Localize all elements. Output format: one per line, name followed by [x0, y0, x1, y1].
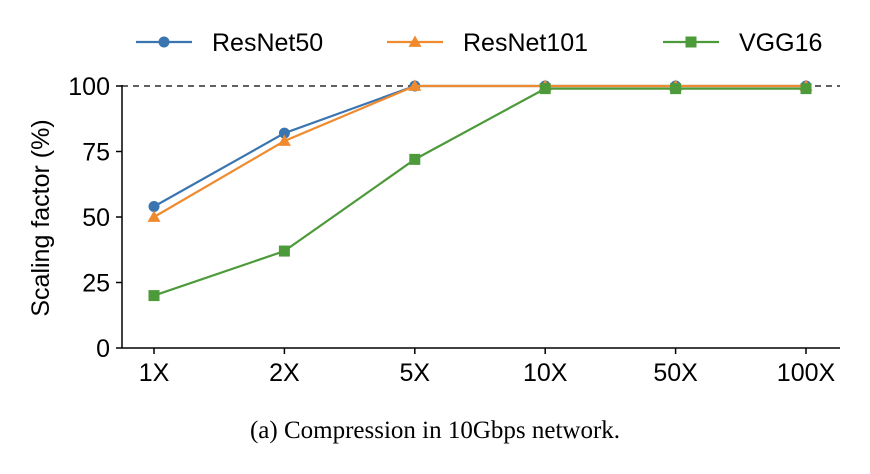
- data-point-vgg16: [148, 290, 160, 302]
- x-tick-label: 2X: [269, 359, 300, 387]
- y-tick-label: 0: [96, 335, 110, 363]
- x-tick-label: 100X: [777, 359, 836, 387]
- series-vgg16: [148, 83, 812, 302]
- data-point-vgg16: [539, 83, 551, 95]
- y-tick-label: 50: [82, 204, 110, 232]
- y-ticks: 0 25 50 75 100: [68, 73, 122, 363]
- data-point-resnet50: [148, 201, 160, 213]
- legend-label-vgg16: VGG16: [739, 29, 822, 57]
- legend-label-resnet50: ResNet50: [212, 29, 323, 57]
- series-line-resnet101: [153, 84, 806, 218]
- legend-item-resnet101: ResNet101: [387, 29, 588, 57]
- data-point-vgg16: [278, 245, 290, 257]
- figure-caption: (a) Compression in 10Gbps network.: [249, 417, 621, 444]
- y-tick-label: 25: [82, 270, 110, 298]
- series-resnet101: [147, 79, 813, 222]
- x-tick-label: 5X: [400, 359, 431, 387]
- data-point-resnet101: [147, 210, 161, 222]
- y-axis-label: Scaling factor (%): [27, 119, 55, 316]
- x-ticks: 1X 2X 5X 10X 50X 100X: [139, 348, 836, 387]
- legend-marker-resnet101: [408, 35, 422, 47]
- data-point-resnet101: [408, 79, 422, 91]
- legend: ResNet50 ResNet101 VGG16: [136, 29, 822, 57]
- y-tick-label: 75: [82, 139, 110, 167]
- x-tick-label: 50X: [653, 359, 698, 387]
- legend-marker-vgg16: [685, 36, 697, 48]
- series-group: [147, 79, 813, 302]
- y-tick-label: 100: [68, 73, 110, 101]
- series-line-vgg16: [153, 87, 806, 297]
- line-chart: ResNet50 ResNet101 VGG16 0 25 50 75 100 1X 2X 5X…: [27, 29, 840, 387]
- data-point-vgg16: [670, 83, 682, 95]
- x-tick-label: 1X: [139, 359, 170, 387]
- data-point-resnet101: [277, 134, 291, 146]
- x-tick-label: 10X: [523, 359, 568, 387]
- data-point-resnet50: [278, 127, 290, 139]
- legend-item-vgg16: VGG16: [663, 29, 822, 57]
- data-point-vgg16: [409, 153, 421, 165]
- legend-item-resnet50: ResNet50: [136, 29, 323, 57]
- legend-label-resnet101: ResNet101: [463, 29, 588, 57]
- series-resnet50: [148, 80, 812, 213]
- legend-marker-resnet50: [158, 36, 170, 48]
- data-point-vgg16: [800, 83, 812, 95]
- series-line-resnet50: [153, 84, 806, 208]
